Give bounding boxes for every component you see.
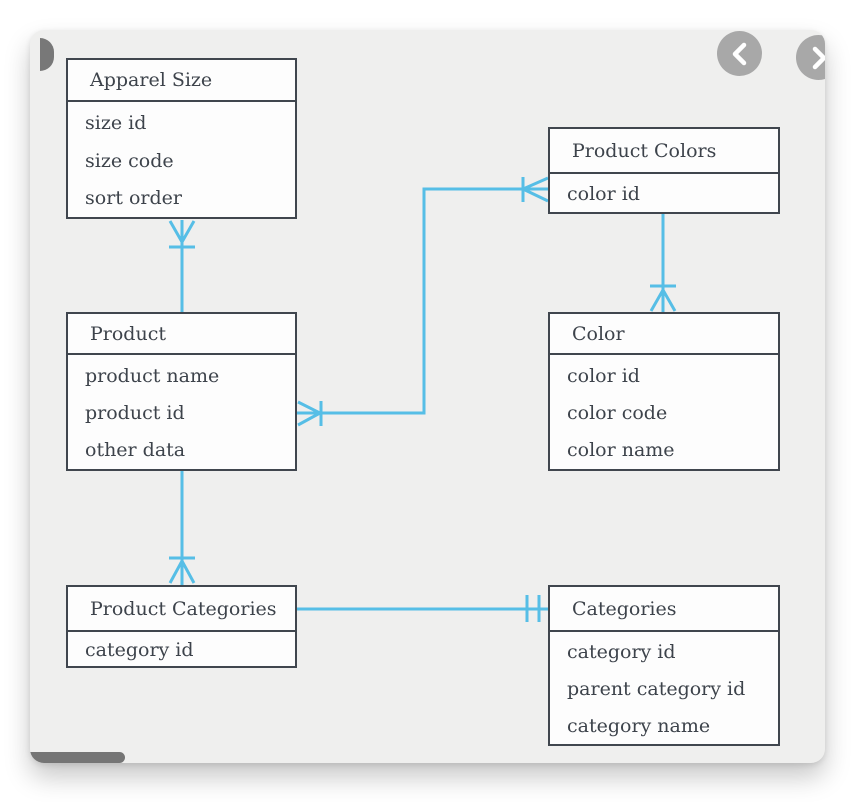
entity-title: Product: [68, 314, 295, 355]
entity-field: color id: [567, 183, 640, 205]
chevron-right-icon: [812, 46, 825, 69]
entity-field: category name: [567, 714, 711, 737]
diagram-card: Apparel Size size id size code sort orde…: [30, 30, 825, 763]
entity-field: color id: [567, 364, 640, 387]
entity-field: color name: [567, 439, 675, 462]
prev-button[interactable]: [717, 31, 762, 76]
entity-field: size code: [85, 149, 174, 172]
entity-field: sort order: [85, 187, 182, 210]
entity-title: Product Categories: [68, 587, 295, 632]
entity-title: Color: [550, 314, 778, 355]
next-button[interactable]: [796, 35, 825, 80]
connector-productcolors-color: [649, 214, 677, 312]
entity-field: other data: [85, 439, 186, 462]
connector-apparelsize-product: [168, 220, 196, 312]
entity-color: Color color id color code color name: [548, 312, 780, 471]
entity-field: parent category id: [567, 678, 746, 700]
connector-product-productcategories: [168, 471, 196, 585]
connector-productcategories-categories: [297, 595, 548, 622]
entity-field: category id: [567, 641, 676, 664]
entity-field: color code: [567, 401, 668, 424]
connector-product-productcolors: [297, 176, 549, 427]
entity-categories: Categories category id parent category i…: [548, 585, 780, 746]
entity-product-categories: Product Categories category id: [66, 585, 297, 668]
entity-field: category id: [85, 639, 194, 661]
dark-semicircle-decoration: [40, 38, 54, 71]
entity-field: product id: [85, 401, 185, 424]
chevron-left-icon: [732, 42, 746, 65]
entity-title: Apparel Size: [68, 60, 295, 102]
entity-product-colors: Product Colors color id: [548, 127, 780, 214]
entity-field: size id: [85, 111, 147, 134]
horizontal-scrollbar-thumb[interactable]: [30, 752, 125, 763]
entity-apparel-size: Apparel Size size id size code sort orde…: [66, 58, 297, 219]
entity-product: Product product name product id other da…: [66, 312, 297, 471]
entity-field: product name: [85, 364, 220, 387]
entity-title: Product Colors: [550, 129, 778, 174]
entity-title: Categories: [550, 587, 778, 632]
